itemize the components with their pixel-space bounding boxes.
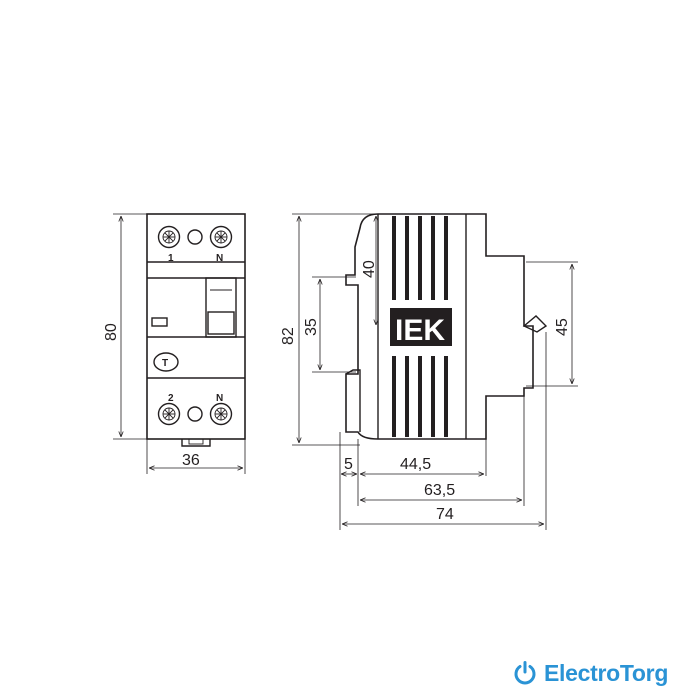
side-view: IEK 82 35 40 45 5 44,5 63,5 [280,213,578,530]
toggle-lever-housing [205,277,237,338]
iek-logo-text: IEK [395,314,445,347]
side-lever [522,315,548,333]
indicator-bottom-icon [187,406,203,422]
test-button-label: T [162,358,168,369]
iek-logo [390,308,452,346]
din-clip [181,439,211,447]
dimension-label-80: 80 [103,323,120,341]
dimension-label-44-5: 44,5 [400,456,431,473]
power-icon [514,661,536,685]
dimension-label-45: 45 [554,318,571,336]
dimension-label-5: 5 [344,456,353,473]
front-view: 1 N T 2 N 80 36 [103,213,246,474]
dimension-label-35: 35 [303,318,320,336]
dimension-label-82: 82 [280,327,297,345]
indicator-top-icon [187,229,203,245]
terminal-label-2: 2 [168,393,174,404]
terminal-label-n-bottom: N [216,393,223,404]
status-window [151,317,168,327]
dimension-label-40: 40 [361,260,378,278]
test-button [153,352,179,372]
dimension-label-74: 74 [436,506,454,523]
terminal-label-1: 1 [168,253,174,264]
dimension-label-36: 36 [182,452,200,469]
electrotorg-watermark: ElectroTorg [512,656,668,690]
side-ribs [392,216,448,437]
dimension-label-63-5: 63,5 [424,482,455,499]
brand-text: ElectroTorg [544,659,669,686]
terminal-label-n-top: N [216,253,223,264]
